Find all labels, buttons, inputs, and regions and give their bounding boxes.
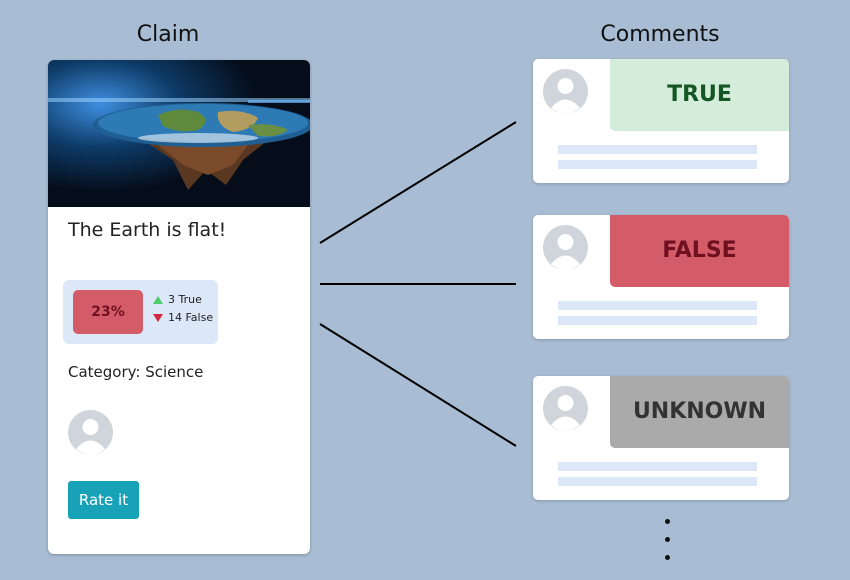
avatar (543, 69, 588, 114)
ellipsis-dot (665, 555, 670, 560)
comment-card-false: FALSE (533, 215, 789, 339)
true-votes-label: 3 True (168, 293, 202, 306)
arrow-down-icon (153, 313, 163, 322)
text-placeholder-line (558, 462, 757, 471)
true-votes: 3 True (153, 293, 202, 306)
flat-earth-image (48, 60, 310, 207)
connector-line-unknown (319, 323, 517, 447)
claim-heading: Claim (136, 22, 200, 47)
text-placeholder-line (558, 160, 757, 169)
ellipsis-dot (665, 537, 670, 542)
rating-box: 23% 3 True 14 False (63, 280, 218, 344)
comment-card-unknown: UNKNOWN (533, 376, 789, 500)
comments-heading: Comments (600, 22, 720, 47)
verdict-badge: UNKNOWN (610, 376, 789, 448)
verdict-badge: TRUE (610, 59, 789, 131)
claim-title: The Earth is flat! (68, 219, 227, 241)
rate-it-button[interactable]: Rate it (68, 481, 139, 519)
avatar (543, 225, 588, 270)
ellipsis-dot (665, 519, 670, 524)
comment-card-true: TRUE (533, 59, 789, 183)
text-placeholder-line (558, 145, 757, 154)
avatar (543, 386, 588, 431)
avatar (68, 410, 113, 455)
verdict-badge: FALSE (610, 215, 789, 287)
text-placeholder-line (558, 477, 757, 486)
claim-category: Category: Science (68, 363, 204, 381)
false-votes: 14 False (153, 311, 213, 324)
claim-card: The Earth is flat! 23% 3 True 14 False C… (48, 60, 310, 554)
arrow-up-icon (153, 295, 163, 304)
false-votes-label: 14 False (168, 311, 214, 324)
text-placeholder-line (558, 301, 757, 310)
connector-line-true (319, 121, 517, 244)
rating-percent-badge: 23% (73, 290, 143, 334)
text-placeholder-line (558, 316, 757, 325)
